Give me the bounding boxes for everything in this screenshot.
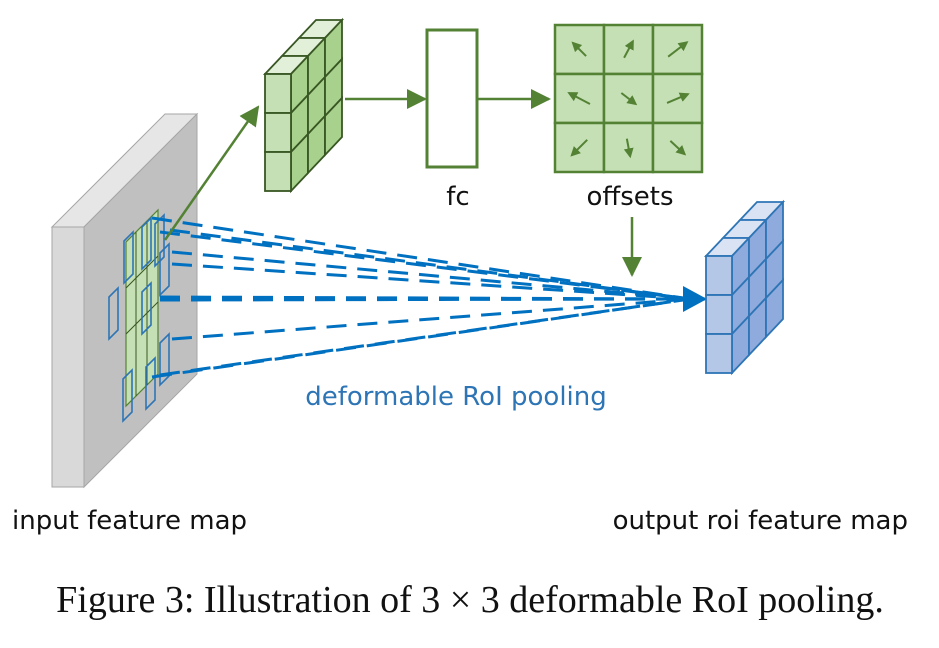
- pooling-dashed-line: [151, 216, 691, 301]
- offsets-grid: [553, 23, 704, 174]
- features-front-cell: [264, 151, 292, 192]
- output-front-cell: [705, 333, 733, 374]
- pooling-dashed-lines: [151, 216, 691, 379]
- offset-arrow-down-icon: [623, 138, 634, 159]
- pooling-dashed-line: [169, 228, 691, 301]
- pooling-dashed-line: [171, 250, 691, 301]
- features-front-cell: [264, 73, 292, 114]
- offset-arrow-up-left-icon: [567, 92, 591, 105]
- input-map-front: [51, 226, 85, 488]
- sampling-bin: [141, 281, 152, 336]
- sampling-bin: [141, 216, 152, 271]
- sampling-bin: [145, 356, 156, 411]
- output-front-cell: [705, 294, 733, 335]
- sampling-bin: [122, 368, 133, 423]
- offset-arrow-up-left-icon: [571, 41, 587, 57]
- arrow-input-to-features: [163, 105, 260, 241]
- offset-arrow-up-right-icon: [666, 92, 690, 104]
- offsets-label: offsets: [586, 182, 673, 212]
- output-front-cell: [705, 255, 733, 296]
- offset-arrow-down-right-icon: [620, 92, 638, 106]
- pooled-features-cube: [262, 17, 345, 194]
- fc-label: fc: [446, 182, 469, 212]
- pooling-dashed-line: [159, 297, 691, 377]
- sampling-bin: [108, 286, 119, 341]
- pooling-dashed-line: [159, 297, 691, 302]
- output-roi-feature-map-cube: [703, 199, 786, 376]
- deformed-bins: [108, 213, 170, 423]
- features-side-cell: [324, 95, 343, 158]
- fc-layer-box: [425, 28, 479, 169]
- features-front-cell: [264, 112, 292, 153]
- pooling-dashed-line: [171, 297, 691, 341]
- pooling-label: deformable RoI pooling: [305, 382, 607, 412]
- offset-arrow-down-left-icon: [570, 139, 588, 157]
- offset-arrow-down-right-icon: [669, 140, 687, 156]
- offset-arrow-up-right-icon: [623, 39, 634, 59]
- output-roi-feature-map-label: output roi feature map: [613, 506, 908, 536]
- sampling-bin: [123, 230, 134, 285]
- sampling-bin: [159, 242, 170, 297]
- pooling-dashed-line: [171, 262, 691, 301]
- offset-arrow-up-right-icon: [667, 41, 689, 58]
- output-side-cell: [765, 277, 784, 340]
- input-feature-map-label: input feature map: [12, 506, 247, 536]
- figure-caption: Figure 3: Illustration of 3 × 3 deformab…: [56, 579, 884, 621]
